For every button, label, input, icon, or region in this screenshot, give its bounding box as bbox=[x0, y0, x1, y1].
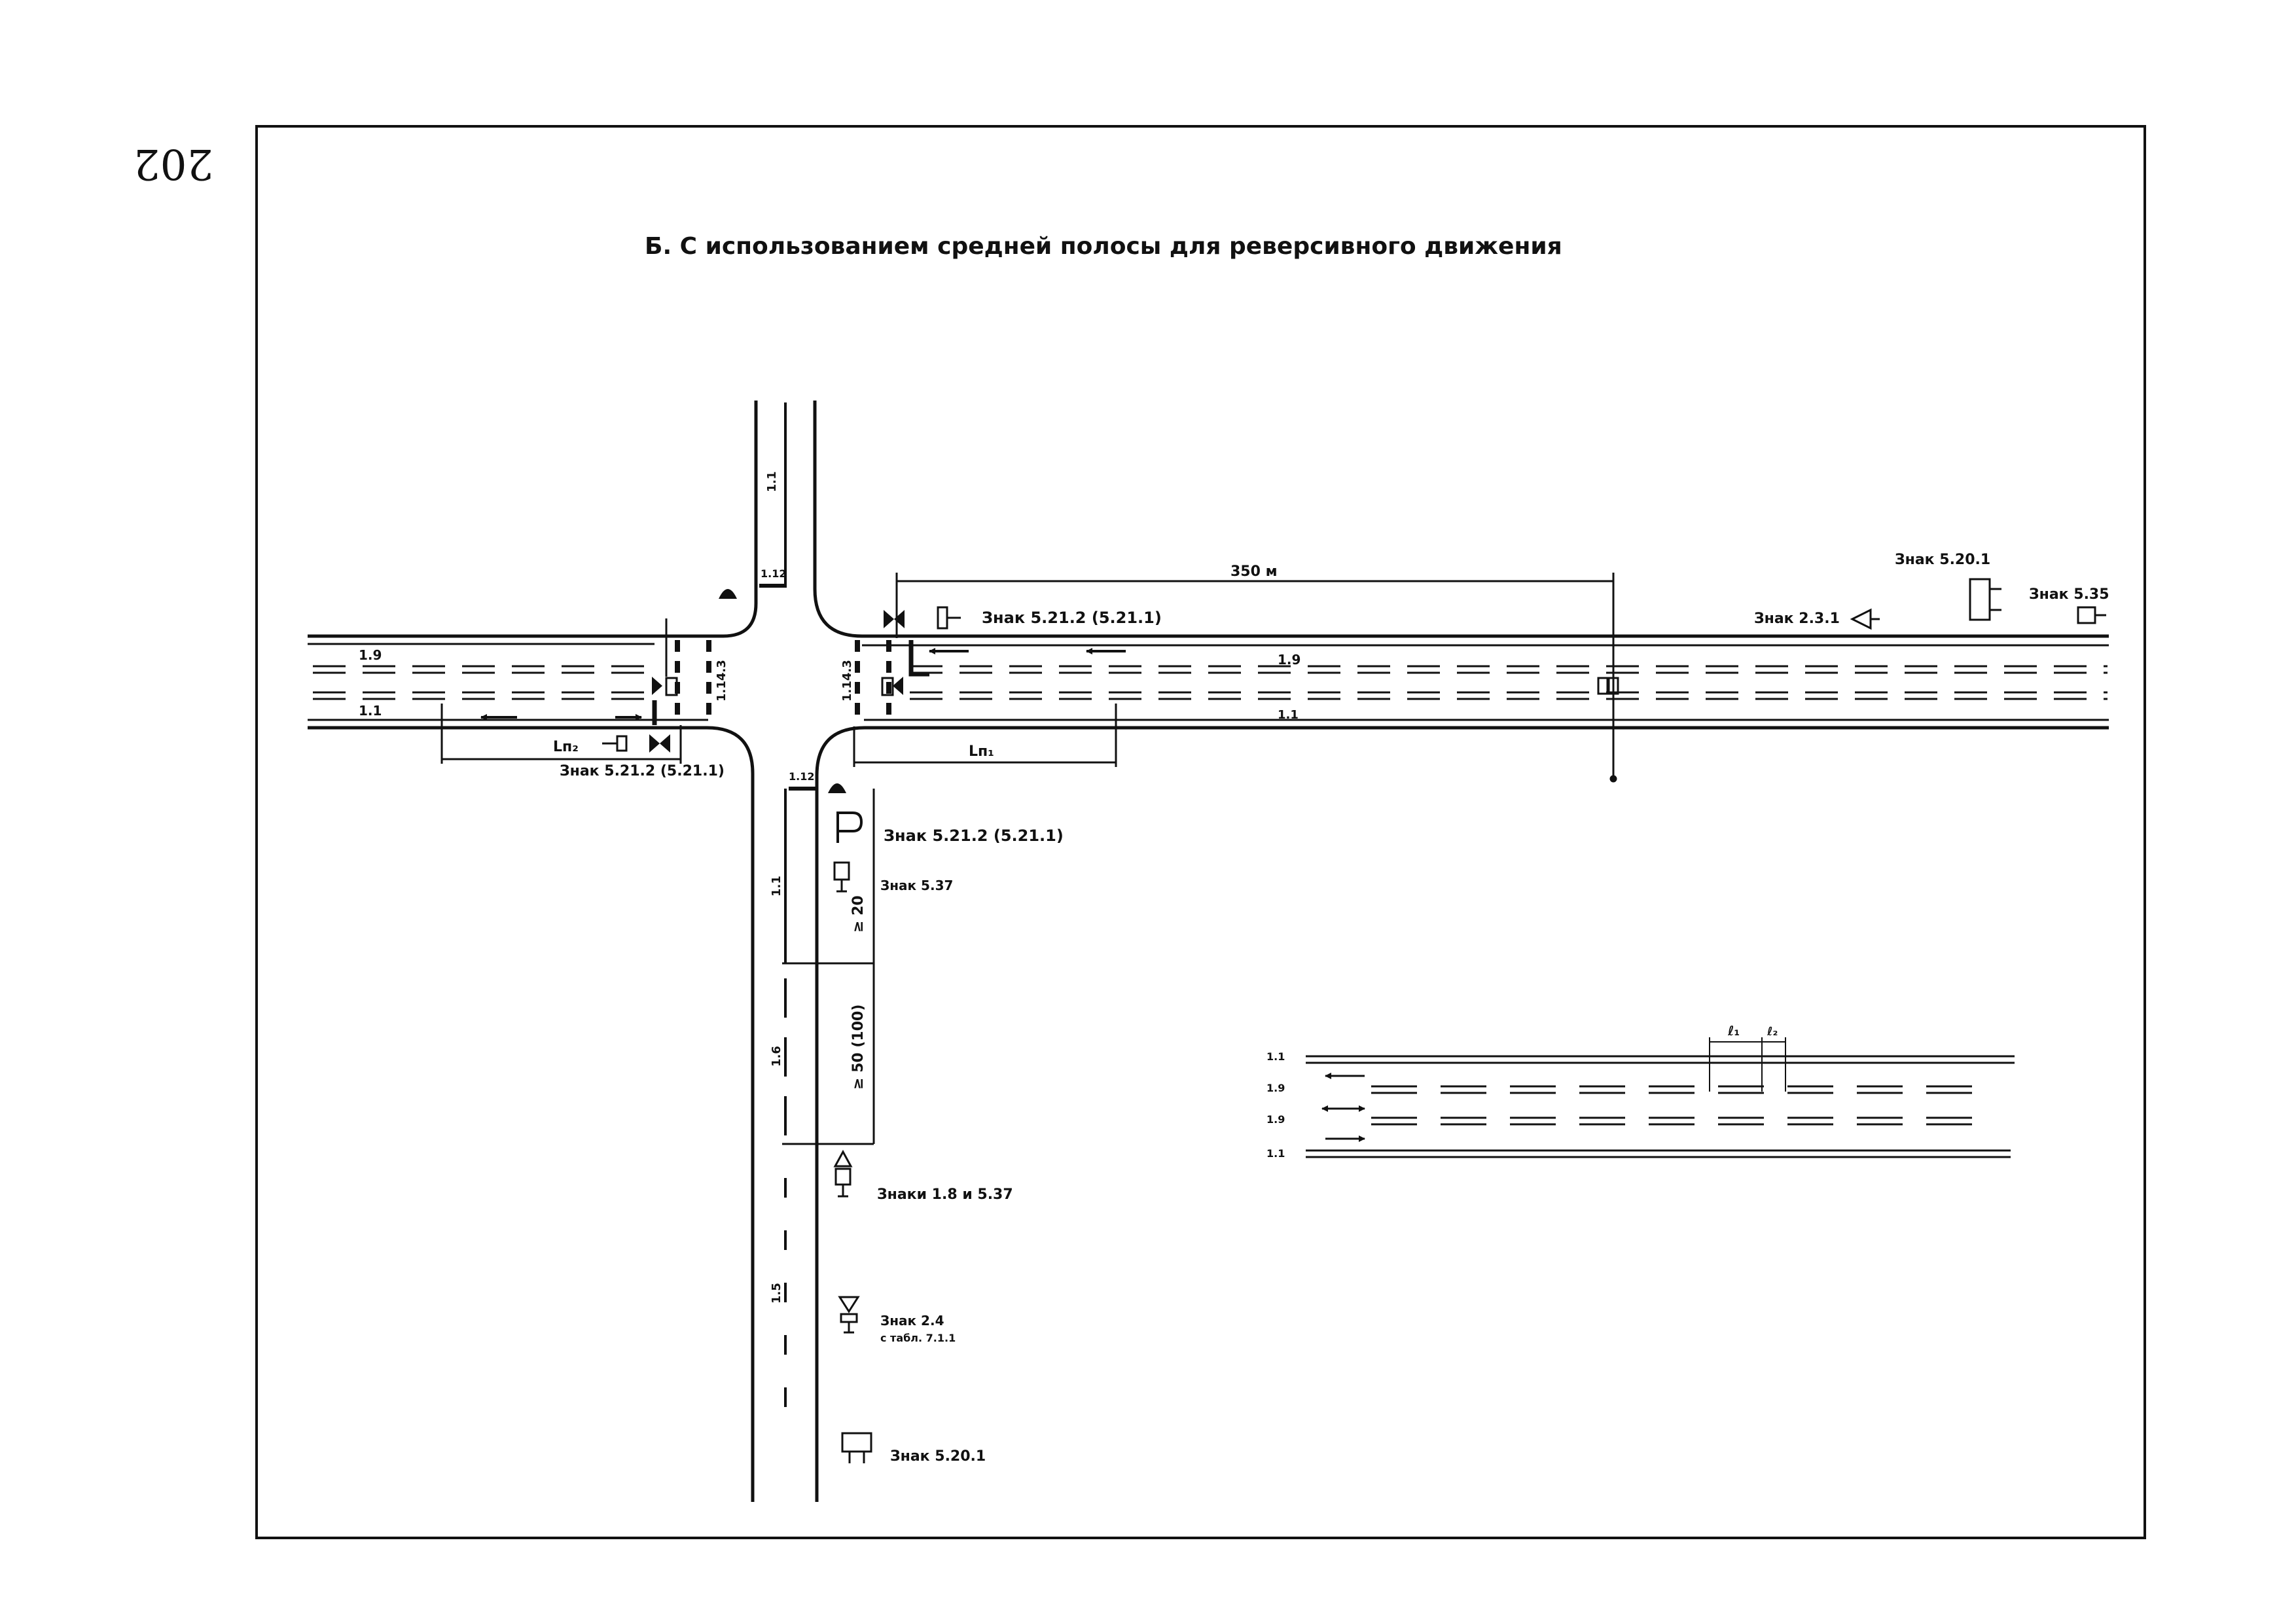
mark-1-14-3-right: 1.14.3 bbox=[840, 660, 854, 702]
label-sign-5-21-2-lower-left: Знак 5.21.2 (5.21.1) bbox=[560, 763, 725, 779]
reversible-lane-lines-left bbox=[313, 665, 655, 700]
reversible-lane-lines-right bbox=[910, 665, 2108, 700]
diagram-title: Б. С использованием средней полосы для р… bbox=[645, 233, 1562, 260]
detail-row-label-4: 1.1 bbox=[1266, 1147, 1285, 1160]
label-sign-5-20-1-bottom: Знак 5.20.1 bbox=[890, 1448, 986, 1465]
traffic-light-icon bbox=[649, 610, 905, 753]
mark-1-5-south: 1.5 bbox=[770, 1283, 783, 1304]
lane-signal-icon bbox=[602, 677, 1619, 752]
label-sign-5-37: Знак 5.37 bbox=[880, 878, 953, 893]
label-sign-5-20-1-top: Знак 5.20.1 bbox=[1895, 552, 1990, 568]
label-sign-2-3-1: Знак 2.3.1 bbox=[1754, 611, 1840, 627]
label-sign-2-4-plate: с табл. 7.1.1 bbox=[880, 1332, 956, 1344]
detail-inset bbox=[1306, 1037, 2015, 1158]
mark-1-14-3-left: 1.14.3 bbox=[715, 660, 728, 702]
dim-ln2-label: Lп₂ bbox=[553, 739, 579, 755]
sign-5-20-1-bottom-icon bbox=[841, 1432, 872, 1463]
sign-2-4-icon bbox=[838, 1296, 860, 1334]
mark-1-1-left: 1.1 bbox=[359, 703, 382, 719]
signs-1-8-5-37-icon bbox=[833, 1149, 853, 1198]
label-sign-5-21-2-upper: Знак 5.21.2 (5.21.1) bbox=[982, 609, 1162, 627]
label-signs-1-8-5-37: Знаки 1.8 и 5.37 bbox=[877, 1186, 1013, 1203]
mark-1-6-south: 1.6 bbox=[770, 1046, 783, 1067]
detail-row-label-2: 1.9 bbox=[1266, 1082, 1285, 1094]
sign-5-35-icon bbox=[2077, 606, 2106, 624]
mark-1-1-south: 1.1 bbox=[770, 876, 783, 897]
detail-dim-l2: ℓ₂ bbox=[1767, 1025, 1778, 1039]
dim-ln1-label: Lп₁ bbox=[969, 743, 994, 760]
lane-arrows bbox=[480, 648, 1126, 721]
sign-5-20-1-top-icon bbox=[1969, 578, 2001, 621]
label-sign-2-4: Знак 2.4 bbox=[880, 1313, 944, 1329]
street-lamp-icon bbox=[719, 589, 846, 793]
sign-2-3-1-icon bbox=[1850, 608, 1880, 630]
detail-row-label-3: 1.9 bbox=[1266, 1113, 1285, 1126]
road-edges bbox=[308, 401, 2109, 1502]
dimension-ln2 bbox=[440, 704, 682, 764]
crosswalk-right bbox=[855, 640, 891, 724]
crosswalk-left bbox=[675, 640, 711, 724]
label-sign-5-35: Знак 5.35 bbox=[2029, 586, 2109, 603]
drawing-frame bbox=[255, 125, 2146, 1539]
dim-20-label: ≥ 20 bbox=[850, 895, 867, 933]
detail-dim-l1: ℓ₁ bbox=[1727, 1023, 1740, 1039]
mark-1-9-right: 1.9 bbox=[1278, 652, 1300, 668]
mark-1-12-north: 1.12 bbox=[761, 567, 786, 580]
dimension-ln1 bbox=[853, 704, 1117, 767]
mark-1-1-north: 1.1 bbox=[765, 471, 779, 492]
dim-350-label: 350 м bbox=[1230, 563, 1278, 580]
mark-1-1-right: 1.1 bbox=[1278, 708, 1299, 722]
dimension-south bbox=[782, 789, 875, 1145]
label-sign-5-21-2-south: Знак 5.21.2 (5.21.1) bbox=[884, 827, 1064, 845]
dimension-350m bbox=[895, 573, 1617, 783]
sign-5-37-icon bbox=[833, 861, 850, 893]
sign-5-21-2-south-icon bbox=[836, 812, 863, 843]
mark-1-9-left: 1.9 bbox=[359, 647, 382, 663]
mark-1-12-south: 1.12 bbox=[789, 770, 814, 783]
sign-5-21-2-upper-icon bbox=[937, 606, 961, 630]
stop-bar-right bbox=[908, 640, 929, 677]
detail-row-label-1: 1.1 bbox=[1266, 1050, 1285, 1063]
dim-50-label: ≥ 50 (100) bbox=[850, 1005, 867, 1090]
